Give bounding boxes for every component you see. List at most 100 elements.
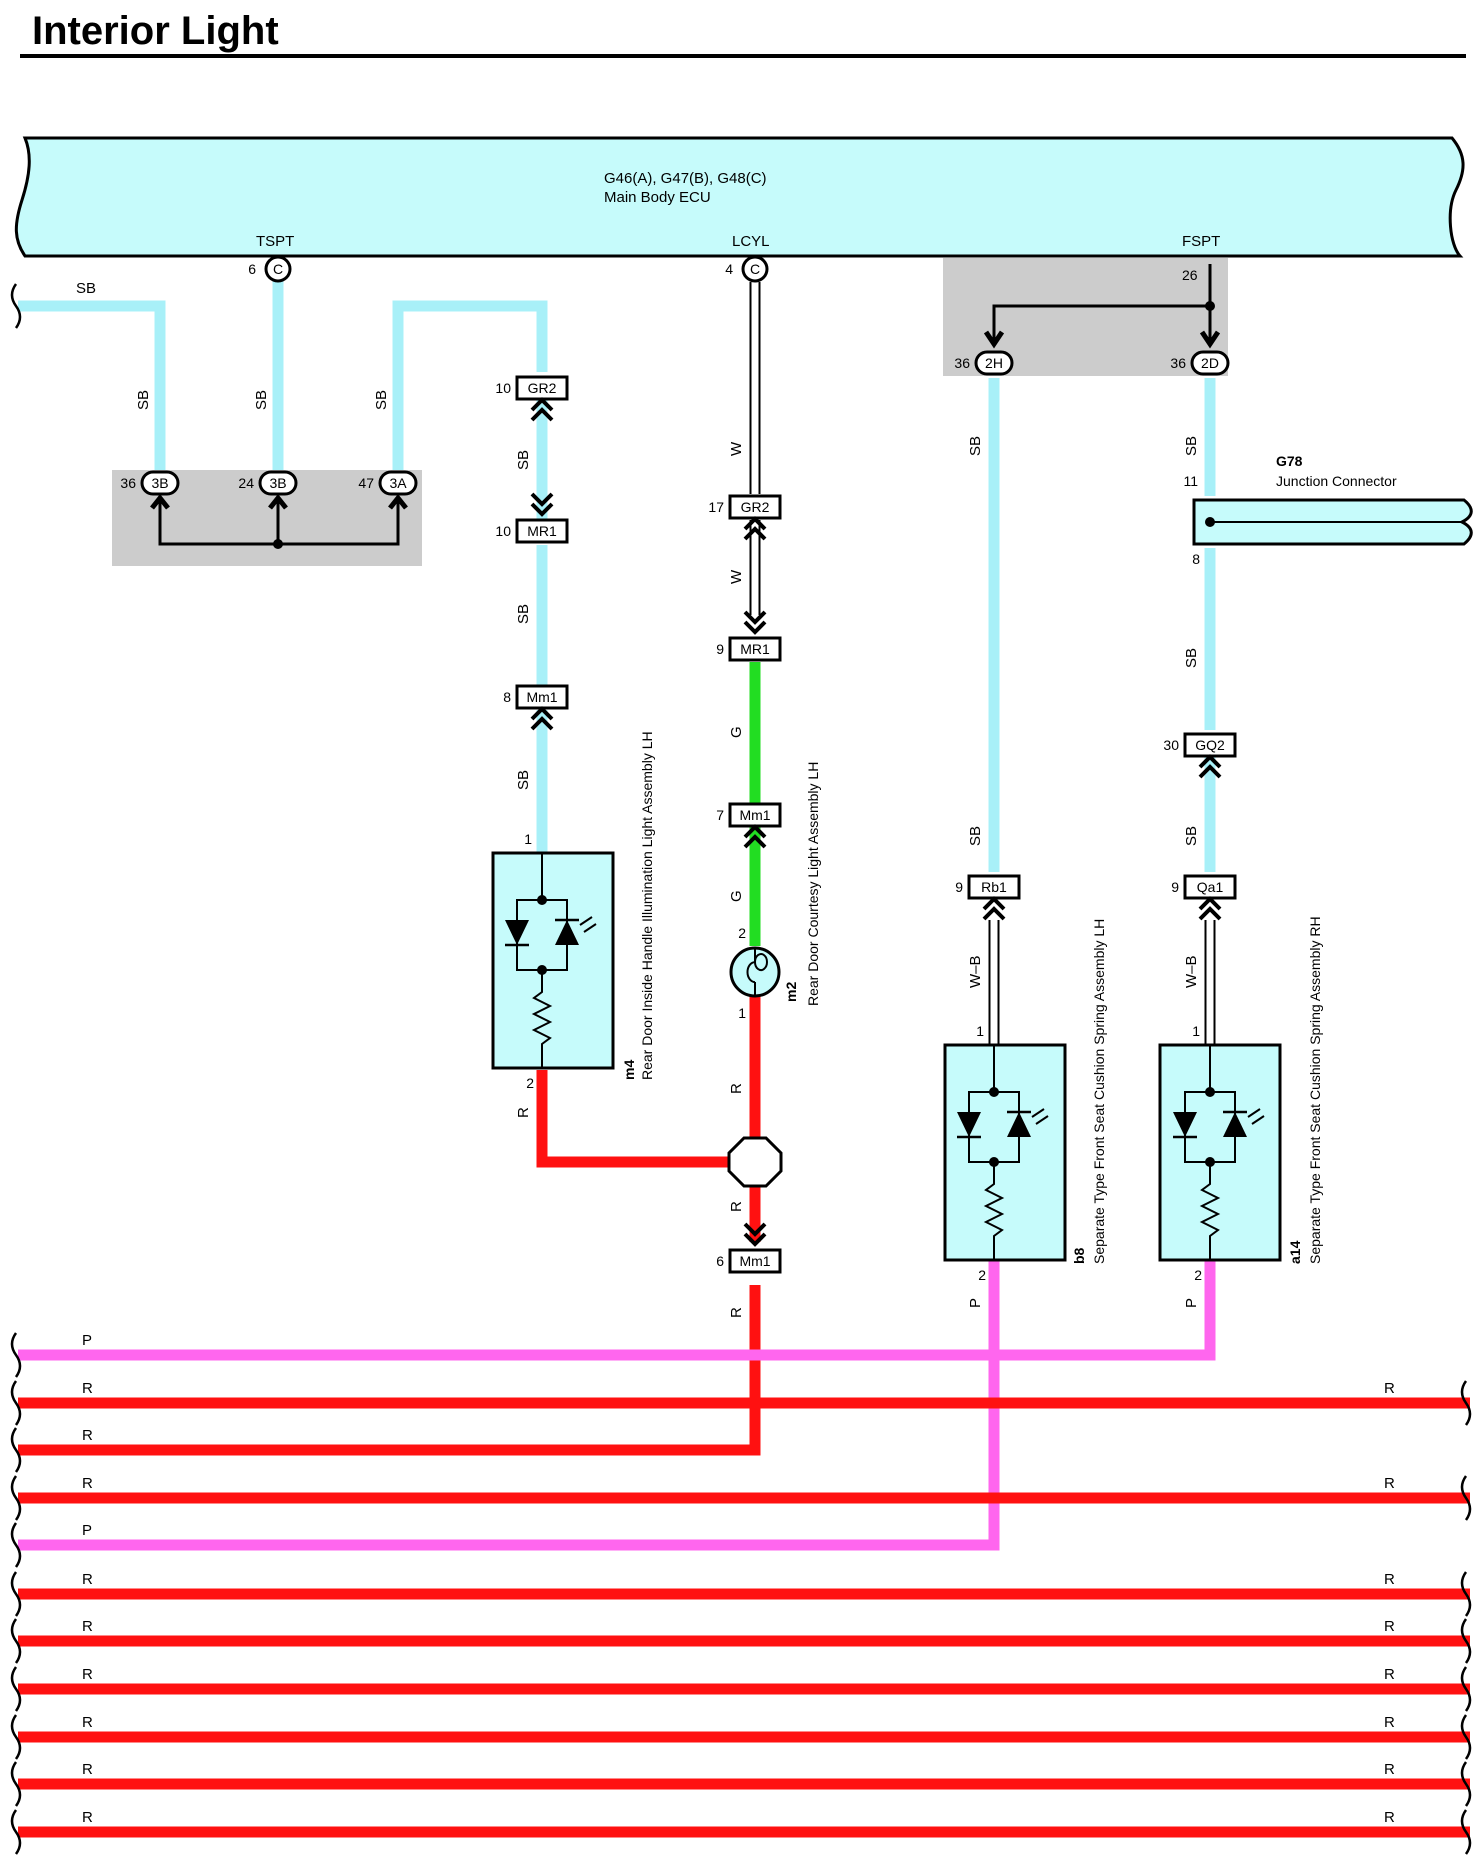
bus-label-left-6: R <box>82 1571 93 1588</box>
svg-text:m4: m4 <box>621 1060 637 1080</box>
svg-text:9: 9 <box>955 879 963 895</box>
junction-connector-g78: G78 Junction Connector 11 8 <box>1183 453 1473 567</box>
connector-mr1-9: MR1 9 <box>716 610 782 662</box>
svg-text:1: 1 <box>1192 1023 1200 1039</box>
connector-mm1-7: Mm1 7 <box>716 802 782 849</box>
svg-text:4: 4 <box>725 261 733 277</box>
svg-text:10: 10 <box>495 523 511 539</box>
svg-text:GR2: GR2 <box>528 380 557 396</box>
svg-text:17: 17 <box>708 499 724 515</box>
wire-label-p-2: P <box>1183 1298 1200 1308</box>
bus-labels-left: P R R R P R R R R R R <box>82 1332 93 1826</box>
wire-label-sb-2: SB <box>253 390 270 410</box>
connector-rb1-9: Rb1 9 <box>955 874 1021 921</box>
wire-r-group <box>18 995 761 1456</box>
connector-gr2-10: GR2 10 <box>495 375 569 422</box>
wire-label-sb-5: SB <box>515 604 532 624</box>
bus-lines <box>18 1397 1470 1838</box>
svg-text:10: 10 <box>495 380 511 396</box>
terminal-fspt: FSPT <box>1182 233 1220 250</box>
svg-text:Mm1: Mm1 <box>739 807 770 823</box>
wire-label-r-1: R <box>728 1083 745 1094</box>
wire-label-sb-1: SB <box>135 390 152 410</box>
wire-label-w-1: W <box>728 441 745 456</box>
wire-label-sb-11: SB <box>1183 826 1200 846</box>
bus-label-right-11: R <box>1384 1809 1395 1826</box>
wire-label-r-4: R <box>728 1307 745 1318</box>
wire-label-wb-1: W–B <box>967 955 984 988</box>
svg-text:8: 8 <box>1192 551 1200 567</box>
connector-gq2-30: GQ2 30 <box>1163 732 1237 779</box>
svg-text:Qa1: Qa1 <box>1197 879 1224 895</box>
main-body-ecu: G46(A), G47(B), G48(C) Main Body ECU TSP… <box>14 136 1465 258</box>
wire-fspt-group <box>983 264 1221 872</box>
ecu-terminal-lcyl-pin: C 4 <box>725 255 769 283</box>
wire-label-sb-6: SB <box>515 770 532 790</box>
wire-p-group <box>18 1260 1216 1551</box>
svg-text:Mm1: Mm1 <box>739 1253 770 1269</box>
svg-text:36: 36 <box>954 355 970 371</box>
splice-octagon <box>727 1136 783 1188</box>
bus-label-left-4: R <box>82 1475 93 1492</box>
splice-pin-3b-24: 3B 24 <box>238 470 298 496</box>
svg-text:m2: m2 <box>783 982 799 1002</box>
svg-text:Rear Door Inside Handle Illumi: Rear Door Inside Handle Illumination Lig… <box>639 731 655 1080</box>
svg-text:2: 2 <box>738 925 746 941</box>
wire-label-r-3: R <box>728 1201 745 1212</box>
svg-text:a14: a14 <box>1287 1240 1303 1264</box>
bus-label-right-7: R <box>1384 1618 1395 1635</box>
terminal-lcyl: LCYL <box>732 233 770 250</box>
svg-text:1: 1 <box>976 1023 984 1039</box>
wire-label-sb-top: SB <box>76 280 96 297</box>
svg-text:1: 1 <box>738 1005 746 1021</box>
svg-text:MR1: MR1 <box>527 523 557 539</box>
svg-text:3B: 3B <box>269 475 286 491</box>
bus-label-right-2: R <box>1384 1380 1395 1397</box>
bus-label-left-7: R <box>82 1618 93 1635</box>
bus-label-right-9: R <box>1384 1714 1395 1731</box>
terminal-tspt: TSPT <box>256 233 294 250</box>
wire-label-g-1: G <box>728 726 745 738</box>
svg-text:11: 11 <box>1183 473 1198 489</box>
svg-text:47: 47 <box>358 475 374 491</box>
component-m4: 1 2 m4 Rear Door Inside Handle Illuminat… <box>491 731 655 1091</box>
svg-text:C: C <box>273 261 283 277</box>
wire-label-sb-9: SB <box>1183 436 1200 456</box>
bus-label-right-6: R <box>1384 1571 1395 1588</box>
connector-mm1-6: Mm1 6 <box>716 1222 782 1274</box>
bus-labels-right: R R R R R R R R <box>1384 1380 1395 1826</box>
svg-text:1: 1 <box>524 831 532 847</box>
svg-text:2: 2 <box>1194 1267 1202 1283</box>
splice-left-dot <box>273 539 283 549</box>
bus-label-left-1: P <box>82 1332 92 1349</box>
svg-text:b8: b8 <box>1071 1247 1087 1264</box>
wire-label-w-2: W <box>728 569 745 584</box>
ecu-terminal-fspt-pin: 26 <box>1182 267 1198 283</box>
component-m2: 2 1 m2 Rear Door Courtesy Light Assembly… <box>729 762 821 1021</box>
svg-text:Rb1: Rb1 <box>981 879 1007 895</box>
svg-text:8: 8 <box>503 689 511 705</box>
bus-label-left-11: R <box>82 1809 93 1826</box>
component-a14: 1 2 a14 Separate Type Front Seat Cushion… <box>1158 916 1323 1283</box>
ecu-code: G46(A), G47(B), G48(C) <box>604 170 767 187</box>
splice-pin-2h-36: 2H 36 <box>954 350 1014 376</box>
wire-label-wb-2: W–B <box>1183 955 1200 988</box>
svg-text:Rear Door Courtesy Light Assem: Rear Door Courtesy Light Assembly LH <box>805 762 821 1006</box>
wire-label-sb-10: SB <box>1183 648 1200 668</box>
connector-mr1-10: MR1 10 <box>495 492 569 544</box>
wire-label-r-2: R <box>515 1107 532 1118</box>
svg-text:Separate Type Front Seat Cushi: Separate Type Front Seat Cushion Spring … <box>1307 916 1323 1264</box>
svg-text:Separate Type Front Seat Cushi: Separate Type Front Seat Cushion Spring … <box>1091 919 1107 1264</box>
bus-label-right-4: R <box>1384 1475 1395 1492</box>
svg-text:9: 9 <box>716 641 724 657</box>
splice-pin-2d-36: 2D 36 <box>1170 350 1230 376</box>
svg-text:GQ2: GQ2 <box>1195 737 1225 753</box>
component-b8: 1 2 b8 Separate Type Front Seat Cushion … <box>943 919 1107 1283</box>
splice-pin-3b-36: 3B 36 <box>120 470 180 496</box>
svg-text:2H: 2H <box>985 355 1003 371</box>
svg-text:Mm1: Mm1 <box>526 689 557 705</box>
svg-text:9: 9 <box>1171 879 1179 895</box>
bus-label-left-10: R <box>82 1761 93 1778</box>
svg-text:MR1: MR1 <box>740 641 770 657</box>
connector-gr2-17: GR2 17 <box>708 494 782 541</box>
